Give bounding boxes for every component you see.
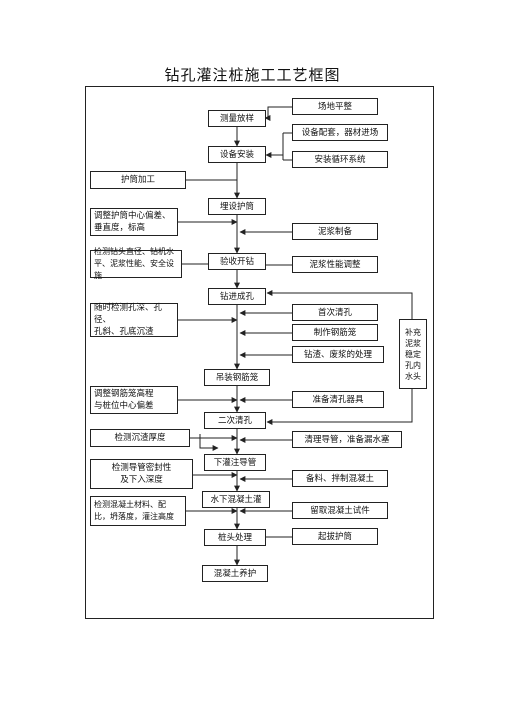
edge-materials-equipment-2: [265, 133, 284, 158]
check-adjust-cage: 调整钢筋笼高程 与桩位中心偏差: [90, 386, 178, 414]
step-survey: 测量放样: [208, 110, 266, 127]
check-pipe: 检测导管密封性 及下入深度: [90, 459, 193, 489]
step-hoist-cage: 吊装钢筋笼: [204, 369, 270, 386]
step-mud-circulation: 安装循环系统: [292, 151, 388, 168]
step-underwater-pour: 水下混凝土灌: [202, 491, 270, 508]
diagram-title: 钻孔灌注桩施工工艺框图: [164, 66, 341, 84]
edge-farright-top: [266, 290, 413, 319]
step-make-cage: 制作钢筋笼: [292, 324, 378, 341]
step-remove-casing: 起拔护筒: [292, 528, 378, 545]
step-lower-pipe: 下灌注导管: [204, 454, 266, 471]
check-bit: 检测钻头直径、钻机水 平、泥浆性能、安全设施: [90, 247, 182, 280]
diagram-frame: [85, 86, 434, 619]
check-concrete: 检测混凝土材料、配 比，坍落度，灌注高度: [90, 496, 186, 526]
check-casing-fab: 护筒加工: [90, 171, 186, 189]
step-mud-prep: 泥浆制备: [292, 223, 378, 240]
step-equipment-materials: 设备配套，器材进场: [292, 124, 388, 141]
step-pile-head: 桩头处理: [204, 529, 266, 546]
step-clean-pipe: 清理导管，准备漏水塞: [292, 431, 402, 448]
step-equipment-install: 设备安装: [208, 146, 266, 163]
step-drill-hole: 钻进成孔: [208, 288, 266, 305]
check-adjust-casing: 调整护筒中心偏差、 垂直度，标高: [90, 208, 178, 236]
step-bury-casing: 埋设护筒: [208, 198, 266, 215]
step-mud-adjust: 泥浆性能调整: [292, 256, 378, 273]
edge-leveling-survey: [264, 106, 292, 121]
step-prepare-tools: 准备清孔器具: [292, 391, 384, 408]
step-curing: 混凝土养护: [202, 565, 268, 582]
step-site-leveling: 场地平整: [292, 98, 378, 115]
step-supplement-mud: 补充泥浆稳定孔内水头: [399, 319, 427, 389]
check-monitor-hole: 随时检测孔深、孔径、 孔斜、孔底沉渣: [90, 303, 178, 337]
step-first-clean: 首次清孔: [292, 304, 378, 321]
step-second-clean: 二次清孔: [204, 412, 266, 429]
step-test-samples: 留取混凝土试件: [292, 502, 388, 519]
edge-farright-bottom: [266, 389, 413, 425]
step-mix-concrete: 备料、拌制混凝土: [292, 470, 388, 487]
edge-loop: [199, 434, 219, 451]
check-sediment: 检测沉渣厚度: [90, 429, 190, 447]
step-slag-disposal: 钻渣、废浆的处理: [292, 346, 384, 363]
step-accept-start: 验收开钻: [208, 253, 266, 270]
